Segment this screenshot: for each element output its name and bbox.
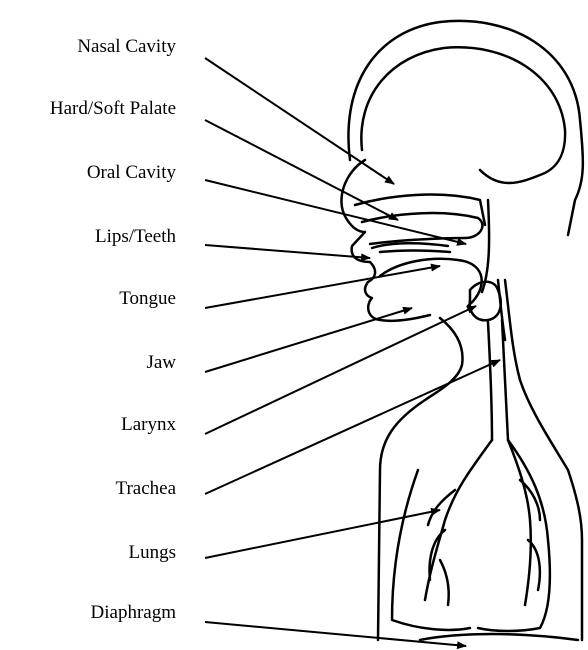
label-nasal-cavity: Nasal Cavity — [77, 36, 176, 58]
tongue-outline — [380, 259, 482, 306]
label-trachea: Trachea — [116, 478, 177, 500]
label-oral-cavity: Oral Cavity — [87, 162, 176, 184]
skull-inner-outline — [361, 47, 565, 183]
arrow-palate — [205, 120, 398, 220]
arrow-jaw — [205, 308, 412, 372]
arrow-larynx — [205, 306, 476, 434]
bronchi-left — [425, 440, 492, 605]
arrow-tongue — [205, 266, 440, 308]
palate-outline — [362, 213, 482, 244]
label-jaw: Jaw — [146, 352, 176, 374]
arrow-lips-teeth — [205, 245, 370, 258]
label-larynx: Larynx — [121, 414, 176, 436]
label-tongue: Tongue — [119, 288, 176, 310]
label-lungs: Lungs — [129, 542, 177, 564]
nasal-cavity-outline — [355, 195, 485, 225]
diaphragm-outline — [420, 634, 578, 640]
arrow-nasal-cavity — [205, 58, 394, 184]
teeth-outline — [372, 243, 450, 252]
arrow-diaphragm — [205, 622, 466, 646]
arrow-trachea — [205, 360, 500, 494]
arrow-lungs — [205, 510, 440, 558]
label-diaphragm: Diaphragm — [91, 602, 176, 624]
label-lips-teeth: Lips/Teeth — [95, 226, 176, 248]
head-outline — [348, 21, 582, 235]
label-hard-soft-palate: Hard/Soft Palate — [50, 98, 176, 120]
